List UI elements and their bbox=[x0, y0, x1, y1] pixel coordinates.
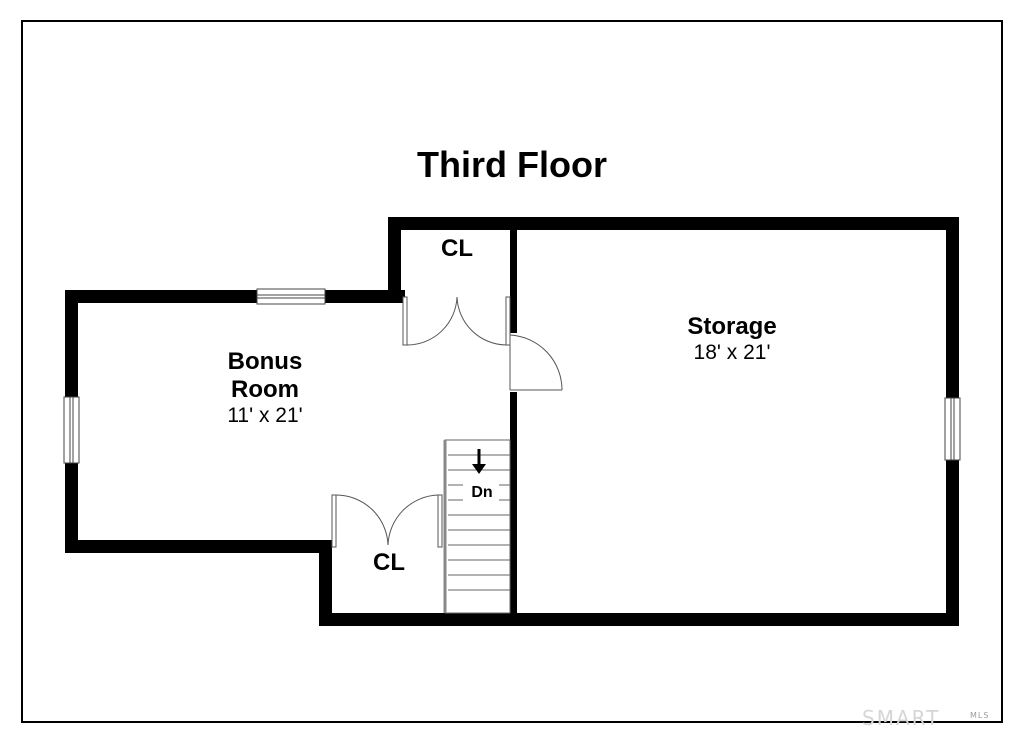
upper-closet-double-door bbox=[402, 296, 511, 346]
watermark-logo: SMART bbox=[862, 706, 941, 730]
bonus-room-label: Bonus Room 11' x 21' bbox=[185, 348, 345, 428]
doors bbox=[331, 296, 563, 548]
plan-title: Third Floor bbox=[417, 144, 607, 185]
top-wall bbox=[388, 217, 959, 230]
upper-closet-label: CL bbox=[441, 235, 473, 262]
bonus-room-name-line2: Room bbox=[231, 376, 299, 403]
windows bbox=[63, 288, 961, 464]
down-arrow-icon bbox=[472, 449, 486, 474]
storage-label: Storage 18' x 21' bbox=[652, 313, 812, 365]
window-right-storage bbox=[944, 397, 961, 461]
bonus-room-bottom-wall bbox=[65, 540, 332, 553]
watermark-logo-sub: MLS bbox=[970, 711, 990, 720]
storage-dimensions: 18' x 21' bbox=[693, 341, 771, 364]
storage-name: Storage bbox=[687, 313, 777, 340]
interior-walls bbox=[510, 230, 517, 613]
drawing-border bbox=[21, 20, 1003, 723]
storage-door bbox=[509, 334, 563, 391]
bottom-wall bbox=[319, 613, 959, 626]
bonus-room-top-wall bbox=[65, 290, 405, 303]
window-top-bonus bbox=[256, 288, 326, 305]
stairs bbox=[443, 439, 511, 614]
upper-closet-left-wall bbox=[388, 217, 401, 303]
lower-closet-label: CL bbox=[373, 549, 405, 576]
lower-closet-double-door bbox=[331, 494, 443, 548]
exterior-walls bbox=[65, 217, 959, 626]
bonus-room-name-line1: Bonus bbox=[227, 348, 303, 375]
partition-upper bbox=[510, 230, 517, 333]
bonus-room-dimensions: 11' x 21' bbox=[227, 404, 303, 427]
stairs-down-label: Dn bbox=[471, 484, 493, 501]
partition-lower bbox=[510, 392, 517, 613]
window-left-bonus bbox=[63, 396, 80, 464]
lower-closet-left-wall bbox=[319, 540, 332, 626]
